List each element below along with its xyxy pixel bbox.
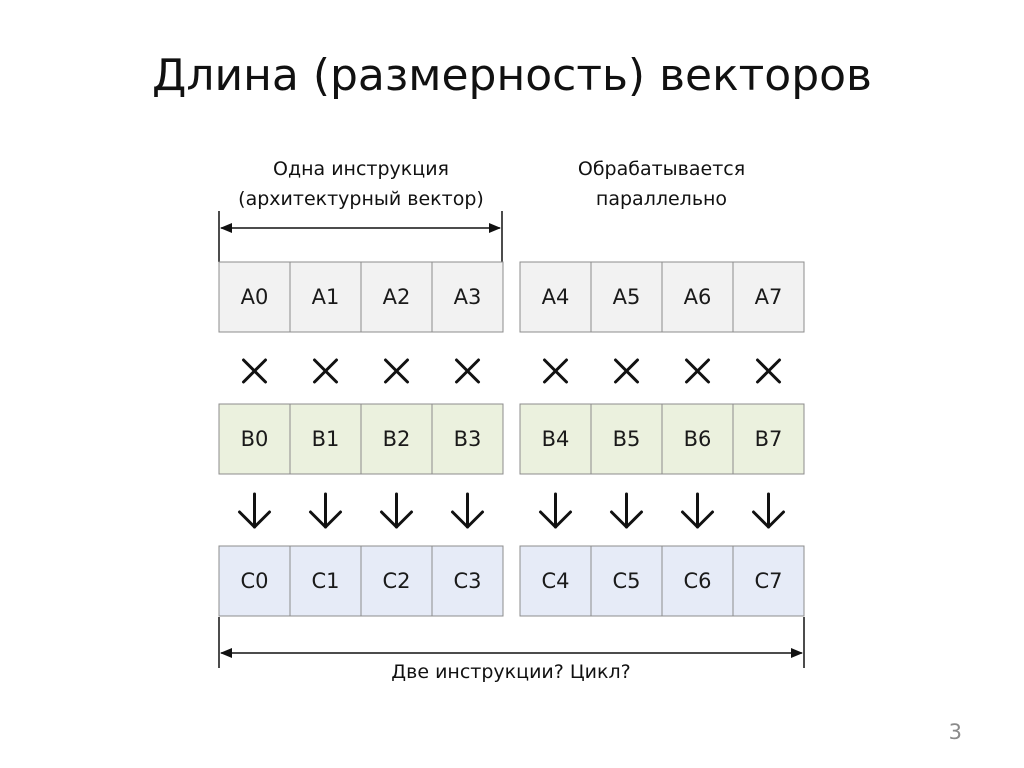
one-instruction-label-line1: Одна инструкция xyxy=(273,158,449,180)
vector-cell-label-b5: B5 xyxy=(613,427,641,451)
arrow-down-icon xyxy=(309,492,342,529)
vector-cell-label-b1: B1 xyxy=(312,427,340,451)
vector-cell-c2 xyxy=(360,545,433,617)
vector-cell-label-a3: A3 xyxy=(454,285,482,309)
two-instructions-label: Две инструкции? Цикл? xyxy=(391,661,631,683)
vector-cell-c6 xyxy=(661,545,734,617)
vector-cell-b0 xyxy=(218,403,291,475)
vector-cell-c0 xyxy=(218,545,291,617)
multiply-icon xyxy=(242,358,267,384)
vector-cell-c7 xyxy=(732,545,805,617)
vector-cell-label-b0: B0 xyxy=(241,427,269,451)
multiply-icon xyxy=(384,358,409,384)
arrow-down-icon xyxy=(681,492,714,529)
vector-cell-label-b6: B6 xyxy=(684,427,712,451)
multiply-icon xyxy=(455,358,480,384)
operator-symbols xyxy=(238,358,785,529)
vector-cell-label-b2: B2 xyxy=(383,427,411,451)
vector-cell-label-a0: A0 xyxy=(241,285,269,309)
vector-cell-label-b4: B4 xyxy=(542,427,570,451)
two-instructions-span xyxy=(218,617,805,668)
vector-cell-label-c3: C3 xyxy=(453,569,481,593)
vector-cell-label-a7: A7 xyxy=(755,285,783,309)
multiply-icon xyxy=(685,358,710,384)
vector-cell-label-c5: C5 xyxy=(612,569,640,593)
vector-cell-c1 xyxy=(289,545,362,617)
vector-cell-a0 xyxy=(218,261,291,333)
vector-cell-b3 xyxy=(431,403,504,475)
vector-cell-label-a2: A2 xyxy=(383,285,411,309)
multiply-icon xyxy=(543,358,568,384)
vector-a-row: A0 A1 A2 A3 A4 A5 A6 A7 xyxy=(218,261,805,333)
vector-cell-b4 xyxy=(519,403,592,475)
vector-cell-label-c2: C2 xyxy=(382,569,410,593)
vector-cell-b7 xyxy=(732,403,805,475)
vector-cell-label-a5: A5 xyxy=(613,285,641,309)
multiply-icon xyxy=(614,358,639,384)
vector-cell-label-c1: C1 xyxy=(311,569,339,593)
vector-cell-label-c0: C0 xyxy=(240,569,268,593)
parallel-label-line2: параллельно xyxy=(595,188,728,210)
vector-cell-a2 xyxy=(360,261,433,333)
vector-cell-c3 xyxy=(431,545,504,617)
one-instruction-span xyxy=(218,211,503,262)
vector-cell-label-b7: B7 xyxy=(755,427,783,451)
vector-cell-a4 xyxy=(519,261,592,333)
page-number: 3 xyxy=(948,720,962,744)
vector-cell-a1 xyxy=(289,261,362,333)
vector-cell-label-c4: C4 xyxy=(541,569,569,593)
arrow-down-icon xyxy=(752,492,785,529)
vector-cell-b5 xyxy=(590,403,663,475)
vector-cell-b6 xyxy=(661,403,734,475)
arrow-down-icon xyxy=(238,492,271,529)
vector-c-row: C0 C1 C2 C3 C4 C5 C6 C7 xyxy=(218,545,805,617)
vector-cell-label-c7: C7 xyxy=(754,569,782,593)
arrow-down-icon xyxy=(380,492,413,529)
vector-cell-label-a1: A1 xyxy=(312,285,340,309)
one-instruction-label: Одна инструкция (архитектурный вектор) xyxy=(188,154,534,214)
vector-cell-a3 xyxy=(431,261,504,333)
vector-cell-b1 xyxy=(289,403,362,475)
parallel-label: Обрабатывается параллельно xyxy=(519,154,804,214)
vector-cell-a7 xyxy=(732,261,805,333)
vector-cell-label-c6: C6 xyxy=(683,569,711,593)
vector-b-row: B0 B1 B2 B3 B4 B5 B6 B7 xyxy=(218,403,805,475)
vector-cell-a5 xyxy=(590,261,663,333)
vector-cell-c4 xyxy=(519,545,592,617)
multiply-icon xyxy=(756,358,781,384)
arrow-down-icon xyxy=(610,492,643,529)
arrow-down-icon xyxy=(451,492,484,529)
vector-cell-label-a6: A6 xyxy=(684,285,712,309)
one-instruction-label-line2: (архитектурный вектор) xyxy=(238,188,484,210)
multiply-icon xyxy=(313,358,338,384)
vector-cell-label-a4: A4 xyxy=(542,285,570,309)
parallel-label-line1: Обрабатывается xyxy=(577,158,746,180)
arrow-down-icon xyxy=(539,492,572,529)
vector-cell-label-b3: B3 xyxy=(454,427,482,451)
slide-title: Длина (размерность) векторов xyxy=(152,50,872,101)
